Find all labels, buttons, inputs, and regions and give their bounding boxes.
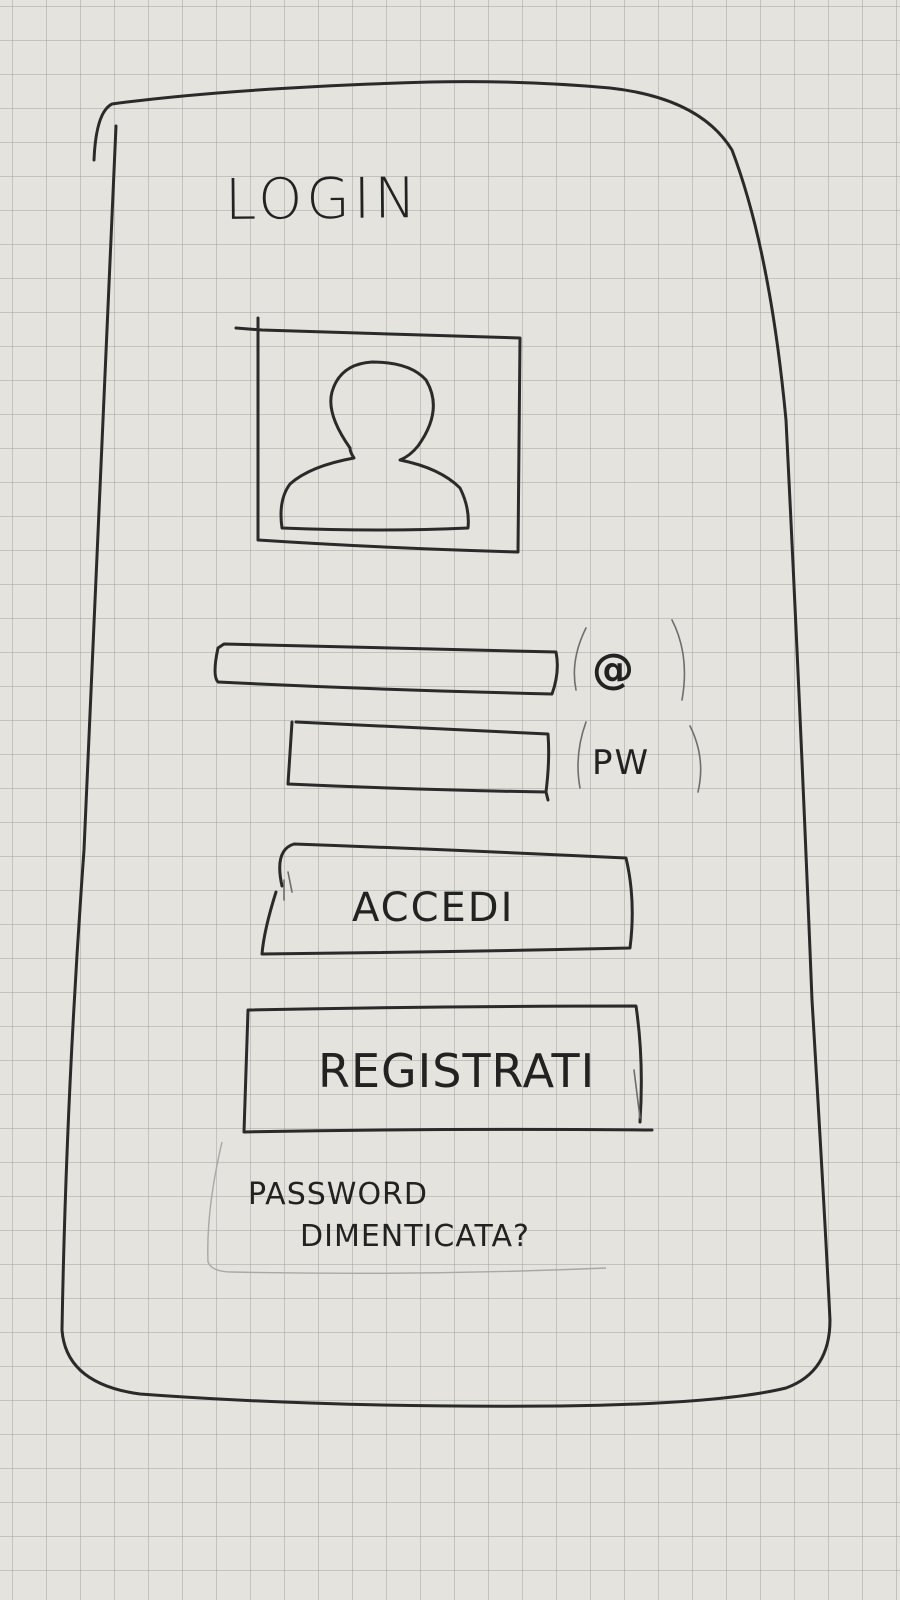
registrati-button-label: REGISTRATI <box>318 1044 596 1098</box>
page-title: LOGIN <box>224 166 421 233</box>
registrati-button-outline <box>242 1004 654 1134</box>
pw-label: PW <box>592 743 651 783</box>
password-input[interactable] <box>294 728 544 788</box>
email-icon-circle <box>573 619 686 701</box>
email-field-outline <box>213 642 559 696</box>
forgot-password-container <box>207 1141 607 1275</box>
user-silhouette-icon <box>279 360 470 532</box>
accedi-button-label: ACCEDI <box>352 885 515 931</box>
forgot-password-line2: DIMENTICATA? <box>300 1219 530 1254</box>
avatar-frame <box>234 316 522 554</box>
pw-icon-circle <box>577 721 702 793</box>
forgot-password-line1: PASSWORD <box>248 1177 429 1212</box>
at-sign-icon: @ <box>592 644 634 693</box>
email-input[interactable] <box>220 648 554 690</box>
avatar <box>258 330 520 550</box>
phone-frame <box>60 80 832 1408</box>
accedi-button-outline <box>260 842 634 956</box>
